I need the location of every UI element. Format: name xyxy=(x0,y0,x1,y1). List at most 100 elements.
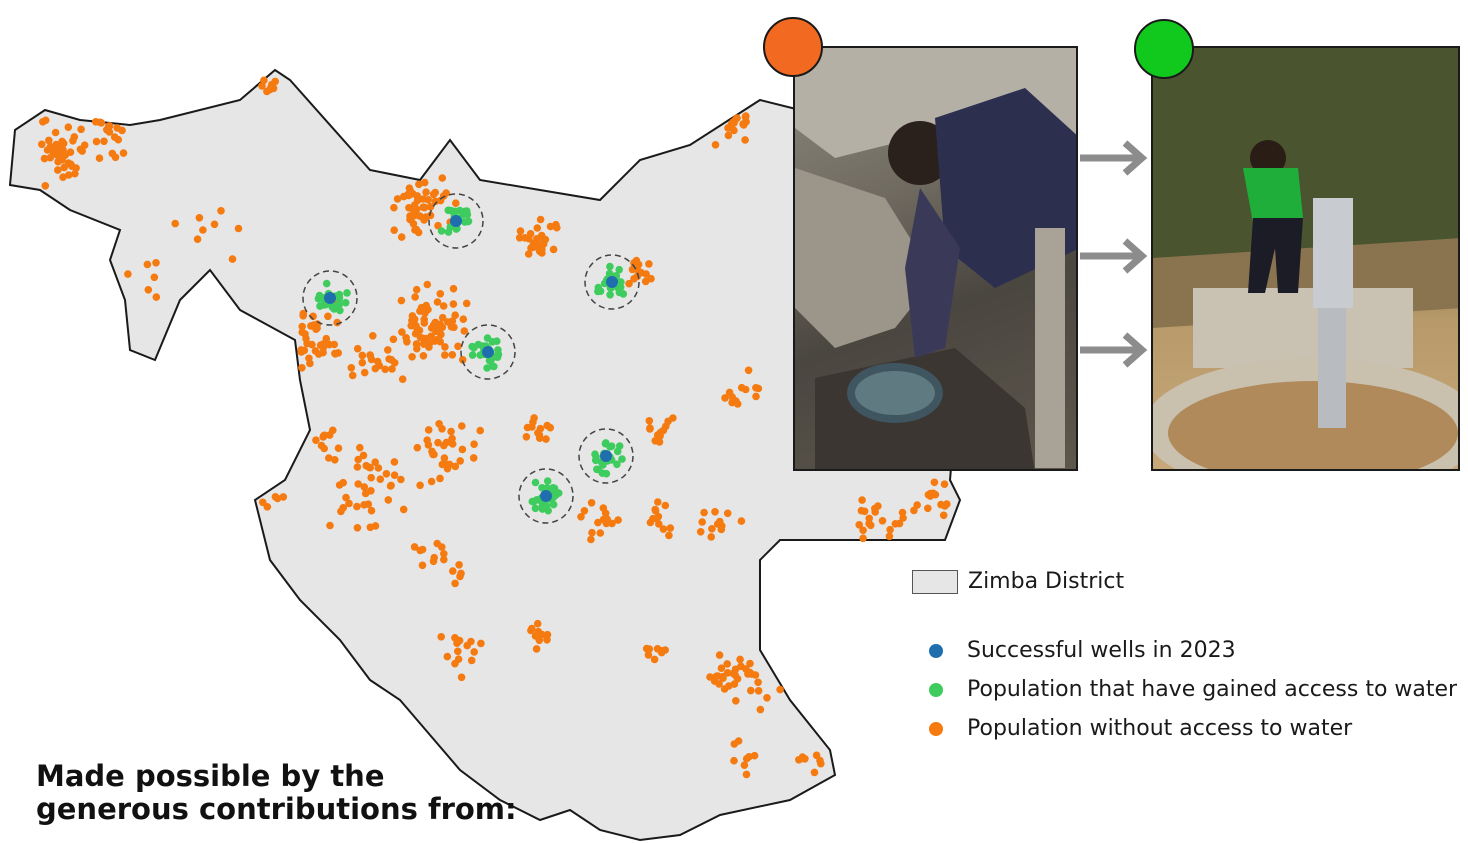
without-access-dot xyxy=(398,375,407,384)
without-access-dot xyxy=(427,324,436,332)
without-access-dot xyxy=(448,434,456,443)
without-access-dot xyxy=(326,521,334,530)
without-access-dot xyxy=(723,660,731,668)
without-access-dot xyxy=(439,302,448,310)
without-access-dot xyxy=(526,230,535,238)
without-access-dot xyxy=(144,286,153,294)
without-access-dot xyxy=(171,219,179,228)
gained-access-dot xyxy=(618,455,626,463)
before-after-arrows xyxy=(1080,140,1148,368)
without-access-dot xyxy=(150,273,159,282)
without-access-dot xyxy=(345,499,353,508)
after-photo xyxy=(1151,46,1460,471)
without-access-dot xyxy=(543,636,551,644)
without-access-dot xyxy=(736,655,744,664)
without-access-dot xyxy=(706,673,714,681)
without-access-dot xyxy=(418,561,427,570)
without-access-dot xyxy=(76,145,85,154)
without-access-dot xyxy=(708,525,716,533)
without-access-dot xyxy=(744,670,752,678)
without-access-dot xyxy=(666,524,675,532)
without-access-dot xyxy=(413,443,422,452)
gained-access-dot xyxy=(543,477,552,485)
without-access-dot xyxy=(653,431,662,439)
without-access-dot xyxy=(577,513,585,521)
gained-access-dot xyxy=(529,497,538,506)
without-access-dot xyxy=(408,353,416,361)
without-access-dot xyxy=(438,313,447,322)
without-access-dot xyxy=(470,648,479,656)
without-access-dot xyxy=(303,339,311,348)
without-access-dot xyxy=(440,454,449,462)
without-access-dot xyxy=(874,502,882,510)
well-marker xyxy=(600,450,612,462)
without-access-dot xyxy=(449,300,458,308)
without-access-dot xyxy=(458,445,467,454)
without-access-dot xyxy=(438,425,446,433)
without-access-dot xyxy=(114,135,123,144)
without-access-dot xyxy=(228,255,237,263)
without-access-dot xyxy=(331,456,339,464)
without-access-dot xyxy=(419,340,428,348)
without-access-dot xyxy=(390,471,399,480)
right-arrow-icon xyxy=(1080,332,1148,368)
without-access-dot xyxy=(451,311,460,320)
without-access-dot xyxy=(408,212,417,221)
without-access-dot xyxy=(532,645,541,653)
without-access-dot xyxy=(741,136,749,144)
gained-access-dot xyxy=(488,338,497,346)
credit-line-1: Made possible by the xyxy=(36,759,385,793)
without-access-dot xyxy=(366,463,375,472)
without-access-dot xyxy=(454,647,462,656)
population-without-access-dots xyxy=(38,76,951,779)
without-access-dot xyxy=(587,499,596,507)
without-access-dot xyxy=(522,433,531,441)
without-access-dot xyxy=(730,740,739,748)
without-access-dot xyxy=(744,366,753,375)
without-access-dot xyxy=(763,694,771,702)
without-access-dot xyxy=(534,627,543,636)
without-access-dot xyxy=(655,520,663,528)
without-access-dot xyxy=(420,203,429,212)
without-access-dot xyxy=(858,496,866,504)
without-access-dot xyxy=(524,250,533,258)
without-access-dot xyxy=(38,140,46,149)
without-access-dot xyxy=(527,244,535,252)
without-access-dot xyxy=(387,356,396,364)
without-access-dot xyxy=(104,122,113,130)
without-access-dot xyxy=(930,478,939,487)
without-access-dot xyxy=(312,436,320,445)
gained-access-dot xyxy=(316,302,324,310)
without-access-dot xyxy=(367,473,376,482)
without-access-dot xyxy=(354,455,363,464)
without-access-dot xyxy=(756,705,765,714)
gained-access-dot xyxy=(613,460,621,469)
without-access-dot xyxy=(729,669,737,678)
blue-dot-icon xyxy=(929,643,943,658)
right-arrow-icon xyxy=(1080,140,1148,176)
without-access-dot xyxy=(516,227,525,235)
without-access-dot xyxy=(397,475,405,484)
without-access-dot xyxy=(406,186,415,195)
without-access-dot xyxy=(696,528,705,536)
without-access-dot xyxy=(416,481,424,490)
without-access-dot xyxy=(752,392,760,401)
without-access-dot xyxy=(119,149,128,157)
without-access-dot xyxy=(642,270,650,278)
gained-access-dot xyxy=(444,206,453,215)
without-access-dot xyxy=(456,457,465,465)
without-access-dot xyxy=(940,480,949,489)
without-access-dot xyxy=(429,557,438,566)
without-access-dot xyxy=(457,673,466,682)
map-legend: Zimba District Successful wells in 2023 … xyxy=(912,565,1468,755)
without-access-dot xyxy=(754,687,763,695)
without-access-dot xyxy=(866,521,875,530)
without-access-dot xyxy=(43,146,52,154)
without-access-dot xyxy=(426,203,435,211)
gained-access-dot xyxy=(594,465,602,474)
without-access-dot xyxy=(754,384,763,393)
without-access-dot xyxy=(393,195,402,203)
without-access-dot xyxy=(399,505,408,514)
gained-access-dot xyxy=(437,227,446,235)
